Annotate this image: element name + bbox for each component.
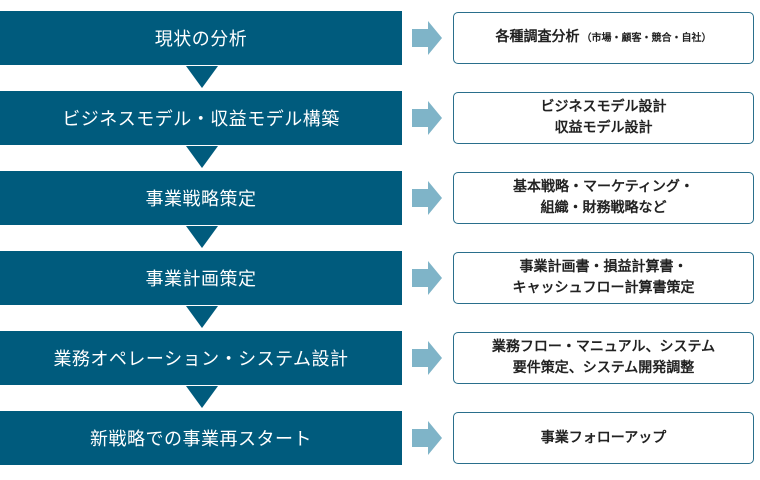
flow-step-5: 業務オペレーション・システム設計 業務フロー・マニュアル、システム 要件策定、シ… [0,331,760,385]
output-line: 収益モデル設計 [554,120,653,136]
right-arrow-icon [412,341,442,375]
down-arrow-icon [186,306,218,328]
output-line: 組織・財務戦略など [540,200,667,216]
output-box-6: 事業フォローアップ [453,412,754,464]
output-box-2: ビジネスモデル設計 収益モデル設計 [453,92,754,144]
down-arrow-icon [186,66,218,88]
flow-step-3: 事業戦略策定 基本戦略・マーケティング・ 組織・財務戦略など [0,171,760,225]
right-arrow-icon [412,21,442,55]
output-line: 各種調査分析（市場・顧客・競合・自社） [496,27,712,49]
flow-step-2: ビジネスモデル・収益モデル構築 ビジネスモデル設計 収益モデル設計 [0,91,760,145]
output-line: 事業フォローアップ [540,429,667,446]
flow-step-6: 新戦略での事業再スタート 事業フォローアップ [0,411,760,465]
output-line: 事業計画書・損益計算書・ [519,259,688,275]
output-text: 各種調査分析 [495,29,580,45]
stage-box-2: ビジネスモデル・収益モデル構築 [0,91,402,145]
output-line: 業務フロー・マニュアル、システム [491,339,716,355]
flow-step-4: 事業計画策定 事業計画書・損益計算書・ キャッシュフロー計算書策定 [0,251,760,305]
output-box-3: 基本戦略・マーケティング・ 組織・財務戦略など [453,172,754,224]
right-arrow-icon [412,261,442,295]
down-arrow-icon [186,226,218,248]
flow-step-1: 現状の分析 各種調査分析（市場・顧客・競合・自社） [0,11,760,65]
right-arrow-icon [412,181,442,215]
down-arrow-icon [186,146,218,168]
stage-box-3: 事業戦略策定 [0,171,402,225]
output-line: ビジネスモデル設計 [540,99,667,115]
right-arrow-icon [412,421,442,455]
output-box-5: 業務フロー・マニュアル、システム 要件策定、システム開発調整 [453,332,754,384]
stage-box-1: 現状の分析 [0,11,402,65]
down-arrow-icon [186,386,218,408]
output-box-1: 各種調査分析（市場・顧客・競合・自社） [453,12,754,64]
output-line: 基本戦略・マーケティング・ [513,179,694,195]
stage-box-6: 新戦略での事業再スタート [0,411,402,465]
stage-box-5: 業務オペレーション・システム設計 [0,331,402,385]
output-box-4: 事業計画書・損益計算書・ キャッシュフロー計算書策定 [453,252,754,304]
output-line: キャッシュフロー計算書策定 [512,280,695,296]
output-line: 要件策定、システム開発調整 [512,360,695,376]
right-arrow-icon [412,101,442,135]
output-note: （市場・顧客・競合・自社） [581,33,712,44]
stage-box-4: 事業計画策定 [0,251,402,305]
